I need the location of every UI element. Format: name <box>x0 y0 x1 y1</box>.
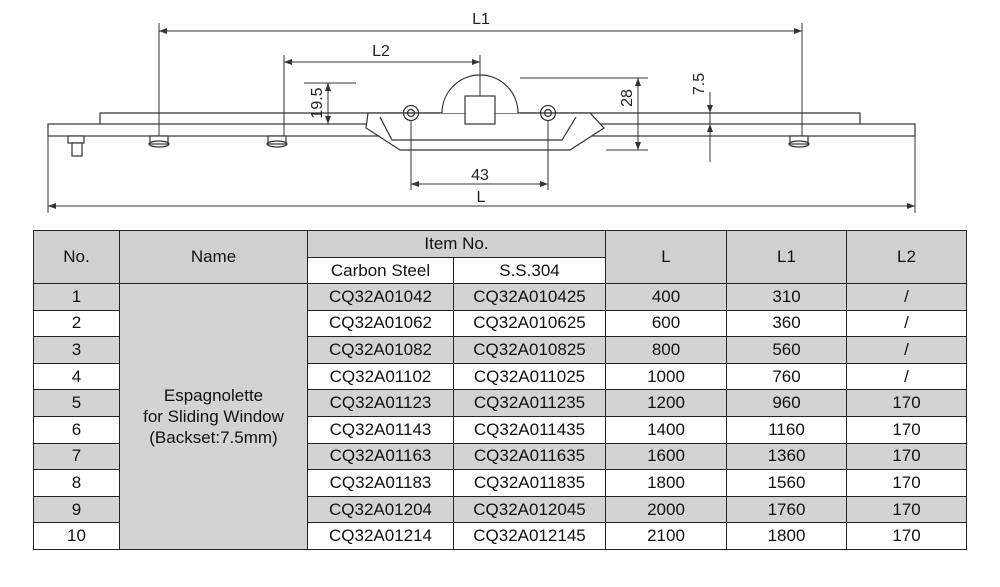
table-row: 4 CQ32A01102 CQ32A011025 1000 760 / <box>33 362 967 391</box>
cell-L2: / <box>846 309 967 338</box>
cell-carbon-steel: CQ32A01102 <box>307 362 454 391</box>
cell-L: 2000 <box>605 495 727 524</box>
cell-L2: 170 <box>846 415 967 444</box>
name-line: (Backset:7.5mm) <box>149 427 278 447</box>
dim-L-label: L <box>477 189 486 206</box>
header-L: L <box>605 230 727 284</box>
header-name: Name <box>119 230 308 284</box>
header-item-no: Item No. <box>307 230 606 258</box>
cell-ss304: CQ32A011835 <box>453 469 606 497</box>
cell-L: 1200 <box>605 389 727 417</box>
cell-no: 4 <box>33 362 120 391</box>
cell-L1: 760 <box>726 362 847 391</box>
cell-ss304: CQ32A011435 <box>453 415 606 444</box>
cell-carbon-steel: CQ32A01214 <box>307 522 454 550</box>
cell-ss304: CQ32A012145 <box>453 522 606 550</box>
cell-name: Espagnolette for Sliding Window (Backset… <box>119 283 308 550</box>
dim-19-5-label: 19.5 <box>309 87 326 118</box>
technical-drawing: L1 L2 19.5 28 7.5 43 L <box>47 11 916 213</box>
dim-28-label: 28 <box>619 89 636 107</box>
cell-no: 7 <box>33 442 120 471</box>
table-row: 10 CQ32A01214 CQ32A012145 2100 1800 170 <box>33 522 967 550</box>
header-no: No. <box>33 230 120 284</box>
cell-carbon-steel: CQ32A01204 <box>307 495 454 524</box>
table-row: 1 Espagnolette for Sliding Window (Backs… <box>33 283 967 550</box>
cell-carbon-steel: CQ32A01123 <box>307 389 454 417</box>
dimension-arrows <box>48 28 915 209</box>
cell-L2: / <box>846 283 967 311</box>
cell-L1: 360 <box>726 309 847 338</box>
cell-L1: 1360 <box>726 442 847 471</box>
dimension-lines <box>47 23 916 213</box>
cell-ss304: CQ32A011235 <box>453 389 606 417</box>
table-row: 6 CQ32A01143 CQ32A011435 1400 1160 170 <box>33 415 967 444</box>
header-L1: L1 <box>726 230 847 284</box>
cell-L2: / <box>846 362 967 391</box>
cell-no: 8 <box>33 469 120 497</box>
cell-no: 5 <box>33 389 120 417</box>
cell-no: 9 <box>33 495 120 524</box>
cell-carbon-steel: CQ32A01042 <box>307 283 454 311</box>
cell-L1: 1560 <box>726 469 847 497</box>
cell-L2: 170 <box>846 522 967 550</box>
cell-ss304: CQ32A010825 <box>453 336 606 364</box>
cell-L1: 310 <box>726 283 847 311</box>
cell-no: 6 <box>33 415 120 444</box>
cell-ss304: CQ32A011025 <box>453 362 606 391</box>
dim-7-5-label: 7.5 <box>691 73 708 95</box>
name-line: for Sliding Window <box>143 406 284 426</box>
cell-L1: 1160 <box>726 415 847 444</box>
table-row: 3 CQ32A01082 CQ32A010825 800 560 / <box>33 336 967 364</box>
cell-L: 1800 <box>605 469 727 497</box>
header-ss304: S.S.304 <box>453 257 606 284</box>
cell-no: 10 <box>33 522 120 550</box>
table-row: 7 CQ32A01163 CQ32A011635 1600 1360 170 <box>33 442 967 471</box>
cell-L1: 1760 <box>726 495 847 524</box>
header-carbon-steel: Carbon Steel <box>307 257 454 284</box>
cell-L: 600 <box>605 309 727 338</box>
cell-no: 3 <box>33 336 120 364</box>
cell-no: 1 <box>33 283 120 311</box>
cell-carbon-steel: CQ32A01163 <box>307 442 454 471</box>
cell-carbon-steel: CQ32A01143 <box>307 415 454 444</box>
specification-table: No. Name Item No. L L1 L2 Carbon Steel S… <box>33 230 967 550</box>
cell-L: 2100 <box>605 522 727 550</box>
name-line: Espagnolette <box>163 385 264 405</box>
drawing-body <box>47 74 916 157</box>
dim-43-label: 43 <box>471 167 489 184</box>
cell-L: 1600 <box>605 442 727 471</box>
cell-L1: 560 <box>726 336 847 364</box>
cell-carbon-steel: CQ32A01183 <box>307 469 454 497</box>
table-row: 5 CQ32A01123 CQ32A011235 1200 960 170 <box>33 389 967 417</box>
dim-L1-label: L1 <box>472 11 490 28</box>
table-row: 8 CQ32A01183 CQ32A011835 1800 1560 170 <box>33 469 967 497</box>
cell-ss304: CQ32A012045 <box>453 495 606 524</box>
cell-L: 1000 <box>605 362 727 391</box>
dim-L2-label: L2 <box>372 43 390 60</box>
cell-carbon-steel: CQ32A01062 <box>307 309 454 338</box>
cell-ss304: CQ32A010425 <box>453 283 606 311</box>
table-row: 9 CQ32A01204 CQ32A012045 2000 1760 170 <box>33 495 967 524</box>
cell-L: 800 <box>605 336 727 364</box>
table-row: 2 CQ32A01062 CQ32A010625 600 360 / <box>33 309 967 338</box>
cell-L1: 1800 <box>726 522 847 550</box>
header-L2: L2 <box>846 230 967 284</box>
cell-carbon-steel: CQ32A01082 <box>307 336 454 364</box>
cell-L2: 170 <box>846 469 967 497</box>
cell-ss304: CQ32A011635 <box>453 442 606 471</box>
cell-ss304: CQ32A010625 <box>453 309 606 338</box>
cell-L1: 960 <box>726 389 847 417</box>
cell-L: 400 <box>605 283 727 311</box>
cell-no: 2 <box>33 309 120 338</box>
cell-L2: 170 <box>846 389 967 417</box>
cell-L2: 170 <box>846 495 967 524</box>
cell-L2: / <box>846 336 967 364</box>
cell-L2: 170 <box>846 442 967 471</box>
cell-L: 1400 <box>605 415 727 444</box>
